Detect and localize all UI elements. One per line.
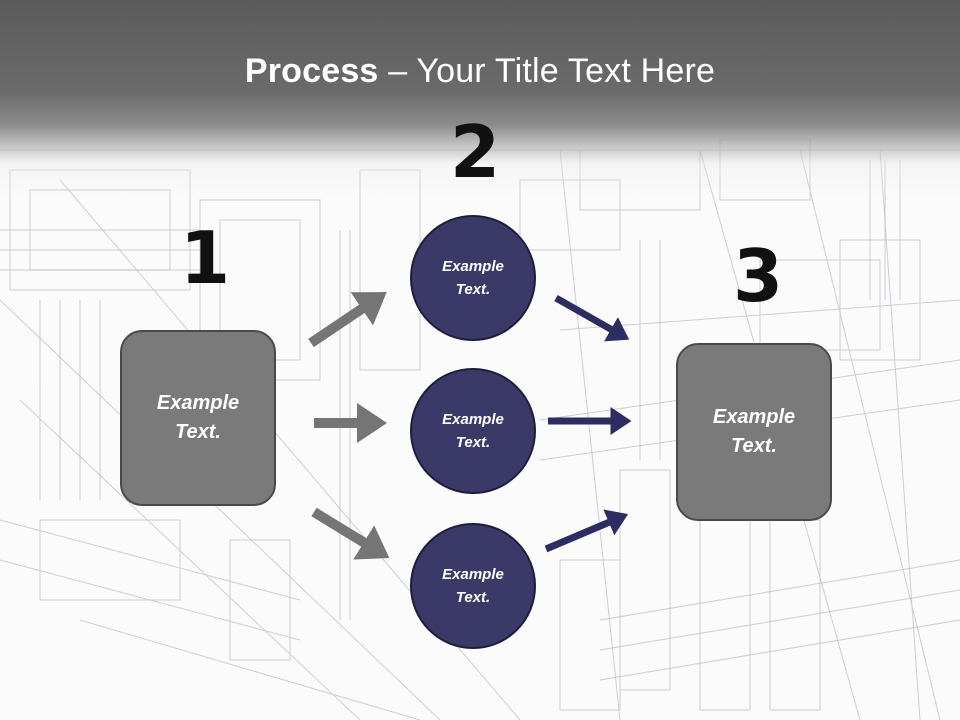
circle-top-line2: Text. — [455, 281, 491, 298]
step-number-1: 1 — [180, 216, 231, 300]
circle-bottom-line2: Text. — [455, 589, 491, 606]
title-rest: – Your Title Text Here — [378, 52, 716, 90]
circle-bottom-line1: Example — [442, 566, 504, 583]
right-box-line2: Text. — [731, 435, 777, 457]
slide-title: Process – Your Title Text Here — [0, 52, 960, 91]
circle-middle-line1: Example — [442, 411, 504, 428]
circle-top-line1: Example — [442, 258, 504, 275]
right-example-box: Example Text. — [676, 343, 832, 521]
left-example-box: Example Text. — [120, 330, 276, 506]
title-band — [0, 0, 960, 200]
left-box-line2: Text. — [175, 421, 221, 443]
circle-bottom: Example Text. — [410, 523, 536, 649]
left-box-line1: Example — [156, 392, 240, 414]
circle-middle-line2: Text. — [455, 434, 491, 451]
right-box-line1: Example — [712, 406, 796, 428]
circle-top: Example Text. — [410, 215, 536, 341]
step-number-2: 2 — [450, 110, 501, 194]
step-number-3: 3 — [733, 234, 784, 318]
circle-middle: Example Text. — [410, 368, 536, 494]
title-bold: Process — [244, 52, 379, 90]
